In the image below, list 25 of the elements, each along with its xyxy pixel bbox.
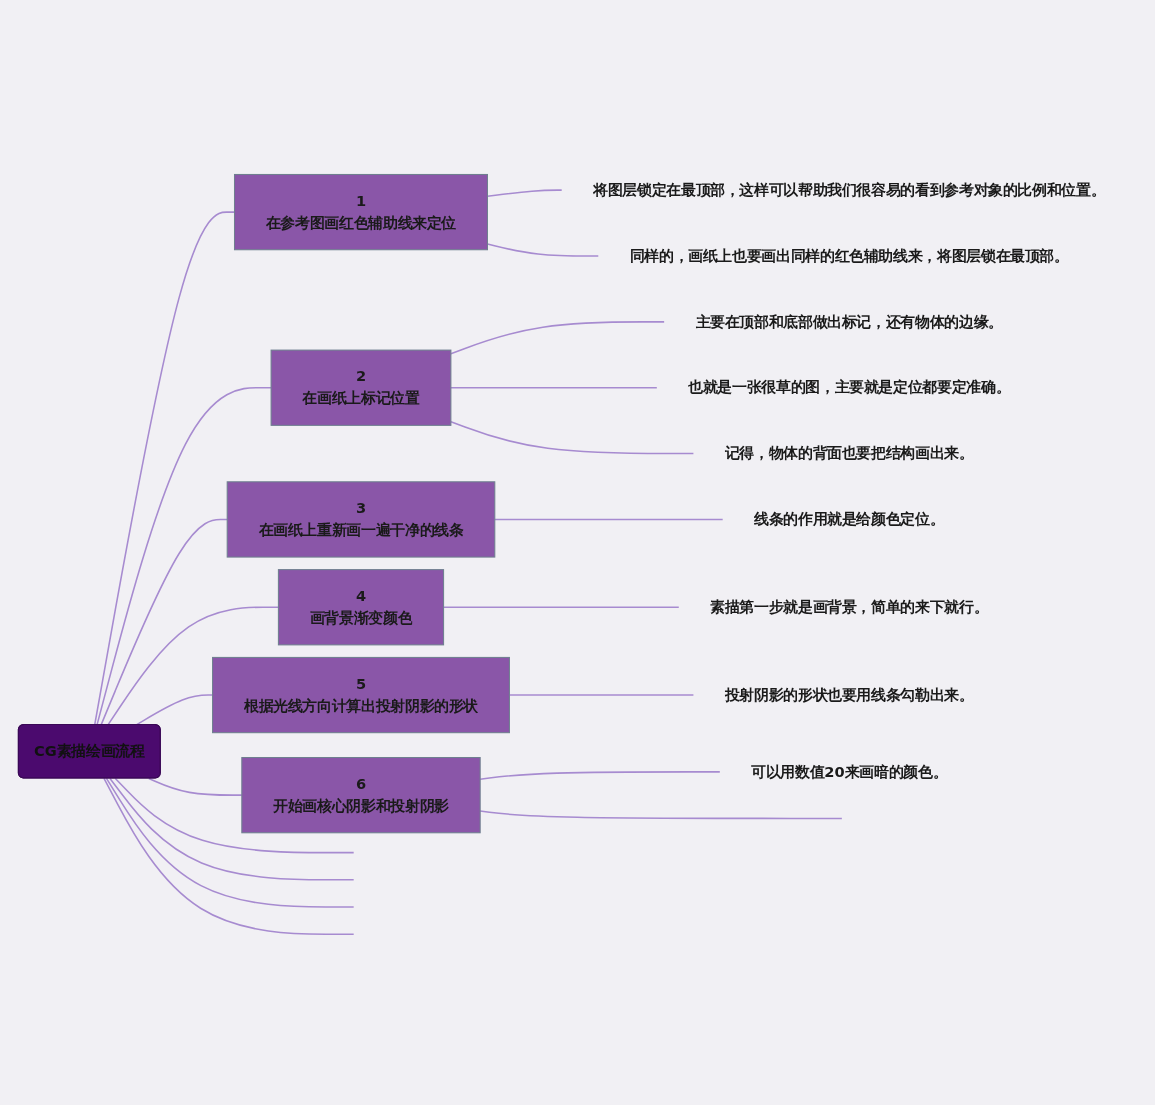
- node-text: 线条的作用就是给颜色定位。: [754, 510, 945, 528]
- connector-line: [100, 518, 228, 726]
- connector-line: [494, 518, 724, 521]
- node-text: 素描第一步就是画背景，简单的来下就行。: [710, 598, 989, 616]
- connector-line: [450, 420, 695, 455]
- node-text: 记得，物体的背面也要把结构画出来。: [724, 444, 974, 462]
- connector-line: [450, 386, 658, 389]
- connector-line: [96, 386, 272, 726]
- connector-line: [450, 321, 665, 355]
- connector-line: [114, 777, 355, 854]
- node-text: 可以用数值20来画暗的颜色。: [751, 763, 948, 780]
- node-box: 2 在画纸上标记位置: [270, 349, 452, 426]
- node-box: 3 在画纸上重新画一遍干净的线条: [226, 481, 496, 558]
- connector-line: [105, 777, 355, 908]
- connector-line: [103, 777, 355, 935]
- node-box: 6 开始画核心阴影和投射阴影: [241, 757, 481, 834]
- connector-line: [109, 777, 355, 881]
- node-text: 主要在顶部和底部做出标记，还有物体的边缘。: [695, 312, 1003, 330]
- node-text: 将图层锁定在最顶部，这样可以帮助我们很容易的看到参考对象的比例和位置。: [593, 181, 1106, 198]
- node-box: 5 根据光线方向计算出投射阴影的形状: [212, 656, 510, 734]
- node-box: 1 在参考图画红色辅助线来定位: [233, 173, 488, 251]
- node-text: 同样的，画纸上也要画出同样的红色辅助线来，将图层锁在最顶部。: [629, 247, 1069, 264]
- node-text: 投射阴影的形状也要用线条勾勒出来。: [724, 686, 974, 703]
- node-text: 也就是一张很草的图，主要就是定位都要定准确。: [688, 378, 1011, 396]
- node-box: 4 画背景渐变颜色: [277, 569, 445, 646]
